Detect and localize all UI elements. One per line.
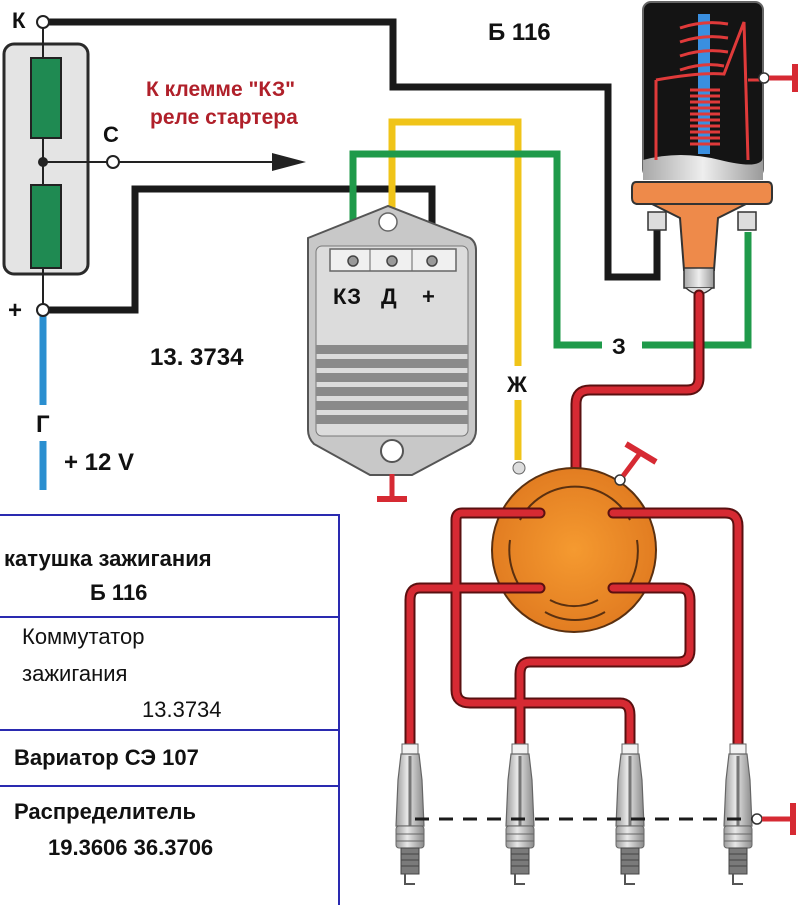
spark-plug [395,743,425,885]
arrow-to-starter-relay [272,153,306,171]
commutator-mount-hole [380,439,404,463]
supply-label: + 12 V [64,449,134,476]
label-g: Г [36,411,50,438]
spark-plug [615,743,645,885]
wire-black-plus-to-commutator [48,185,436,314]
cooling-fins [316,345,468,424]
wire-hv-plug-3 [452,509,634,752]
distributor [491,461,657,633]
label-z: З [612,334,626,359]
resistor-element-upper [30,57,62,139]
ground-symbol-distributor [614,441,658,486]
wire-hv-plug-2 [516,584,694,752]
commutator-terminal-kz: КЗ [333,284,361,309]
coil-windings [654,21,765,161]
hv-wires-to-plugs [404,507,744,754]
commutator-terminal-d: Д [381,284,397,309]
commutator-model-label: 13. 3734 [150,344,244,371]
terminal-c [106,155,120,169]
ground-symbol-coil [758,64,798,92]
coil-model-label: Б 116 [488,19,551,46]
wire-hv-plug-1 [406,584,544,752]
spark-plugs [395,743,753,885]
legend-row-variator: Вариатор СЭ 107 [0,729,340,785]
wire-hv-coil-to-distributor [572,291,703,551]
ignition-commutator [306,204,477,476]
ignition-coil [631,1,773,295]
legend-coil-name: катушка зажигания [4,546,212,571]
wire-yellow-d-to-distributor [388,118,522,460]
legend-row-commutator: Коммутатор зажигания 13.3734 [0,616,340,729]
coil-terminal-right [737,211,757,231]
label-c: С [103,122,119,147]
commutator-terminal-plus: + [422,284,435,309]
starter-note-line2: реле стартера [150,106,298,129]
resistor-element-lower [30,184,62,269]
distributor-sensor-connector [512,461,526,475]
coil-terminal-left [647,211,667,231]
terminal-plus [36,303,50,317]
legend-row-distributor: Распределитель 19.3606 36.3706 [0,785,340,905]
legend-distributor-name: Распределитель [14,799,197,824]
legend-row-coil: катушка зажигания Б 116 [0,514,340,616]
wire-green-kz-to-coil [349,150,752,349]
legend-distributor-models: 19.3606 36.3706 [48,835,214,860]
legend-commutator-model: 13.3734 [142,697,222,722]
terminal-k [36,15,50,29]
ground-symbol-plugs [751,803,796,835]
ground-symbol-commutator [377,474,407,502]
legend-variator: Вариатор СЭ 107 [14,745,199,770]
additional-resistor [2,22,90,312]
legend-commutator-name2: зажигания [22,661,128,686]
spark-plug [505,743,535,885]
legend-coil-model: Б 116 [90,580,148,605]
label-k: К [12,8,26,33]
wire-hv-plug-4 [609,509,742,752]
spark-plug [723,743,753,885]
label-zh: Ж [506,372,527,397]
starter-note-line1: К клемме "КЗ" [146,78,295,101]
wire-black-k-to-coil [48,18,661,281]
component-legend: катушка зажигания Б 116 Коммутатор зажиг… [0,514,340,905]
legend-commutator-name: Коммутатор [22,624,145,649]
label-plus: + [8,297,22,324]
